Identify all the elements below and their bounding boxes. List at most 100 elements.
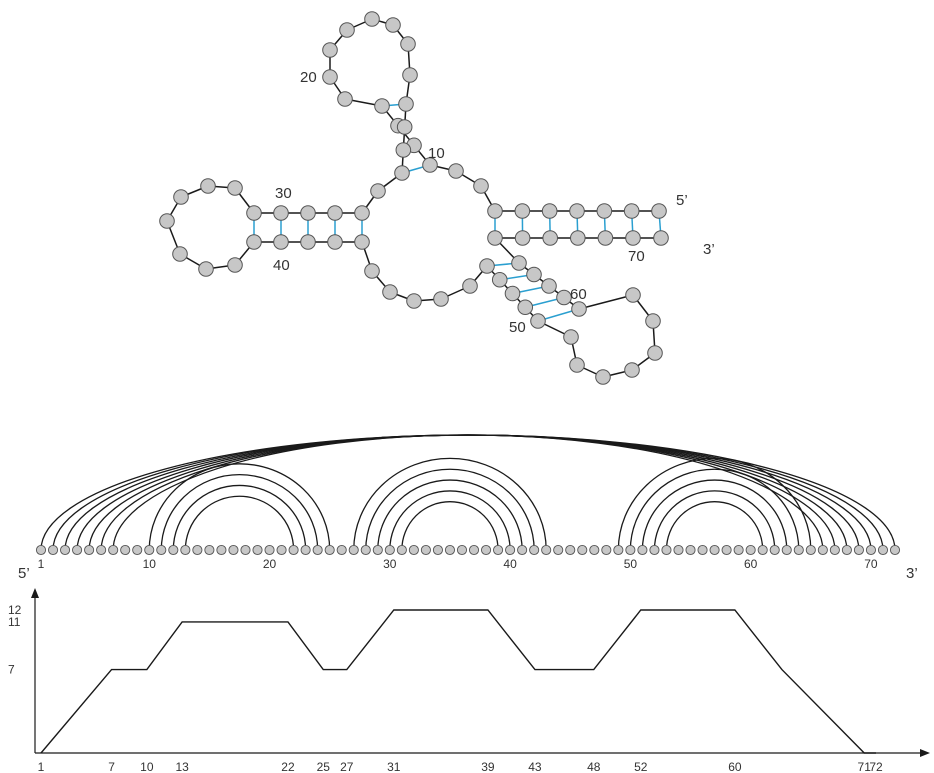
arc-nucleotide-44: [553, 544, 564, 556]
ss-nucleotide-21: [402, 67, 418, 83]
ss-nucleotide-50: [491, 271, 508, 288]
arc-nucleotide-66: [817, 544, 828, 556]
arc-nucleotide-51: [637, 544, 648, 556]
arc-nucleotide-2: [47, 544, 59, 556]
arc-nucleotide-10: [144, 544, 155, 556]
arc-nucleotide-63: [781, 544, 792, 556]
ss-nucleotide-47: [433, 291, 449, 307]
ss-nucleotide-27: [354, 205, 370, 221]
ss-label-20: 20: [300, 69, 317, 86]
arc-nucleotide-29: [372, 544, 383, 556]
x-tick-label-60: 60: [728, 760, 742, 773]
arc-nucleotide-18: [240, 544, 251, 556]
arc-nucleotide-20: [264, 544, 275, 556]
x-tick-label-72: 72: [869, 760, 883, 773]
arc-nucleotide-1: [35, 544, 47, 556]
ss-nucleotide-6: [514, 203, 531, 219]
ss-nucleotide-46: [406, 293, 422, 309]
arc-index-label-30: 30: [383, 557, 397, 571]
ss-nucleotide-38: [227, 257, 243, 273]
arc-base-pair-10-25: [148, 463, 331, 551]
ss-nucleotide-40: [273, 234, 289, 250]
ss-nucleotide-25: [394, 165, 410, 181]
x-tick-label-27: 27: [340, 760, 354, 773]
ss-label-30: 30: [275, 185, 292, 202]
y-tick-label-11: 11: [8, 615, 21, 629]
ss-nucleotide-70: [597, 230, 614, 246]
arc-nucleotide-48: [601, 544, 612, 556]
arc-nucleotide-70: [865, 544, 876, 556]
ss-nucleotide-8: [473, 178, 489, 194]
ss-nucleotide-37: [198, 261, 214, 277]
ss-nucleotide-62: [556, 289, 572, 306]
arc-nucleotide-43: [541, 544, 552, 556]
arc-nucleotide-50: [625, 544, 636, 556]
arc-base-pair-29-41: [377, 479, 523, 551]
ss-nucleotide-55: [569, 357, 585, 373]
arc-nucleotide-41: [517, 544, 528, 556]
arc-five-prime: 5’: [18, 565, 30, 582]
ss-nucleotide-16: [322, 42, 338, 58]
arc-nucleotide-21: [276, 544, 287, 556]
arc-nucleotide-59: [733, 544, 744, 556]
ss-five-prime: 5’: [676, 192, 688, 209]
ss-nucleotide-43: [354, 234, 370, 250]
arc-base-pair-12-23: [172, 484, 307, 551]
ss-nucleotide-13: [374, 98, 390, 114]
arc-base-pair-27-43: [353, 457, 547, 551]
arc-nucleotide-35: [444, 544, 456, 556]
arc-index-label-10: 10: [143, 557, 157, 571]
ss-nucleotide-64: [526, 266, 542, 283]
ss-label-60: 60: [570, 286, 587, 303]
ss-nucleotide-20: [400, 36, 416, 52]
arc-nucleotide-36: [456, 544, 468, 556]
arc-nucleotide-25: [324, 544, 335, 556]
ss-label-50: 50: [509, 319, 526, 336]
ss-nucleotide-29: [300, 205, 316, 221]
arc-base-pair-4-69: [76, 434, 860, 551]
ss-nucleotide-10: [422, 157, 438, 173]
ss-nucleotide-59: [645, 313, 661, 329]
arc-nucleotide-30: [384, 544, 395, 556]
ss-nucleotide-34: [173, 189, 189, 205]
arc-nucleotide-37: [468, 544, 480, 556]
arc-nucleotide-31: [396, 544, 407, 556]
arc-base-pair-28-42: [365, 468, 535, 551]
arc-nucleotide-57: [709, 544, 720, 556]
arc-nucleotide-28: [360, 544, 371, 556]
ss-nucleotide-49: [479, 258, 495, 274]
arc-nucleotide-72: [889, 544, 901, 556]
arc-index-label-60: 60: [744, 557, 758, 571]
arc-nucleotide-47: [589, 544, 600, 556]
ss-nucleotide-45: [382, 284, 398, 300]
ss-nucleotide-32: [227, 180, 243, 196]
arc-nucleotide-13: [180, 544, 191, 556]
arc-nucleotide-4: [72, 544, 83, 556]
arc-nucleotide-61: [757, 544, 768, 556]
ss-nucleotide-44: [364, 263, 380, 279]
arc-nucleotide-67: [829, 544, 840, 556]
arc-nucleotide-49: [613, 544, 624, 556]
mountain-line: [40, 609, 876, 754]
arc-base-pair-6-67: [100, 434, 836, 551]
arc-base-pair-51-63: [641, 479, 788, 551]
arc-nucleotide-53: [661, 544, 672, 556]
arc-nucleotide-34: [432, 544, 443, 556]
ss-label-40: 40: [273, 257, 290, 274]
ss-nucleotide-53: [530, 313, 546, 329]
arc-nucleotide-12: [168, 544, 179, 556]
ss-nucleotide-67: [514, 230, 531, 246]
y-axis-arrow: [31, 588, 39, 598]
arc-index-label-1: 1: [38, 557, 45, 571]
y-tick-label-12: 12: [8, 603, 22, 617]
ss-nucleotide-31: [246, 205, 262, 221]
x-tick-label-48: 48: [587, 760, 601, 773]
x-tick-label-31: 31: [387, 760, 401, 773]
arc-index-label-50: 50: [624, 557, 638, 571]
ss-nucleotide-69: [570, 230, 586, 246]
arc-nucleotide-26: [336, 544, 347, 556]
ss-nucleotide-51: [504, 285, 521, 302]
arc-nucleotide-6: [96, 544, 107, 556]
x-tick-label-43: 43: [528, 760, 542, 773]
